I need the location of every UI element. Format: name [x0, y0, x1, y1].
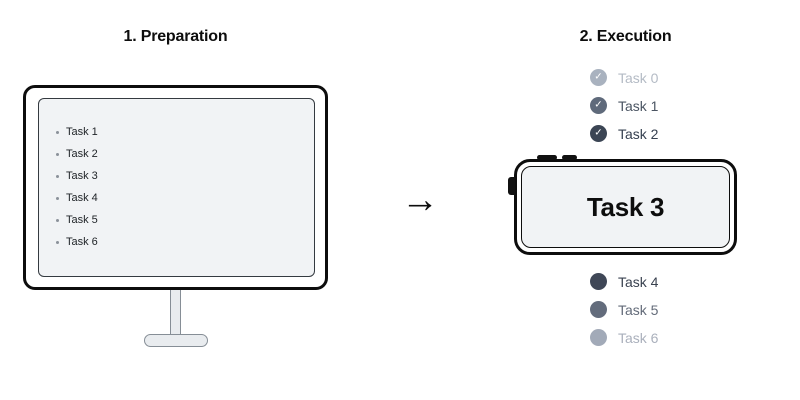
arrow-right-icon: →	[401, 178, 439, 221]
check-icon: ✓	[594, 127, 603, 138]
bullet-icon	[56, 219, 59, 222]
bullet-icon	[56, 175, 59, 178]
phone-volume-button-icon	[537, 155, 557, 160]
check-icon: ✓	[594, 99, 603, 110]
phone-screen: Task 3	[521, 166, 730, 248]
task-list-item: Task 2	[56, 147, 98, 161]
task-status-row: Task 4	[590, 273, 658, 290]
monitor-stand-neck	[170, 288, 181, 338]
task-label: Task 2	[66, 148, 98, 160]
status-circle-icon	[590, 301, 607, 318]
status-label: Task 0	[618, 69, 659, 86]
task-list-item: Task 4	[56, 191, 98, 205]
task-list-item: Task 1	[56, 125, 98, 139]
phone: Task 3	[508, 155, 737, 255]
execution-heading: 2. Execution	[579, 28, 672, 45]
task-label: Task 4	[66, 192, 98, 204]
check-circle-icon: ✓	[590, 69, 607, 86]
check-icon: ✓	[594, 71, 603, 82]
bullet-icon	[56, 153, 59, 156]
phone-volume-button-icon	[562, 155, 577, 160]
status-label: Task 2	[618, 125, 659, 142]
status-label: Task 1	[618, 97, 659, 114]
phone-power-button-icon	[508, 177, 515, 195]
task-status-row: Task 6	[590, 329, 658, 346]
task-label: Task 6	[66, 236, 98, 248]
bullet-icon	[56, 241, 59, 244]
task-label: Task 3	[66, 170, 98, 182]
status-circle-icon	[590, 273, 607, 290]
task-status-row: Task 5	[590, 301, 658, 318]
monitor-screen: Task 1 Task 2 Task 3 Task 4 Task 5 Task …	[38, 98, 315, 277]
task-label: Task 1	[66, 126, 98, 138]
bullet-icon	[56, 131, 59, 134]
status-label: Task 5	[618, 301, 659, 318]
task-list-item: Task 6	[56, 235, 98, 249]
bullet-icon	[56, 197, 59, 200]
preparation-heading: 1. Preparation	[123, 28, 228, 45]
task-list-item: Task 5	[56, 213, 98, 227]
check-circle-icon: ✓	[590, 97, 607, 114]
task-list-item: Task 3	[56, 169, 98, 183]
task-status-row: ✓ Task 1	[590, 97, 658, 114]
current-task-label: Task 3	[586, 191, 665, 222]
monitor-task-list: Task 1 Task 2 Task 3 Task 4 Task 5 Task …	[56, 125, 98, 249]
monitor: Task 1 Task 2 Task 3 Task 4 Task 5 Task …	[23, 85, 328, 290]
task-status-row: ✓ Task 0	[590, 69, 658, 86]
monitor-stand-base	[144, 334, 208, 347]
status-circle-icon	[590, 329, 607, 346]
task-label: Task 5	[66, 214, 98, 226]
status-label: Task 6	[618, 329, 659, 346]
task-status-row: ✓ Task 2	[590, 125, 658, 142]
check-circle-icon: ✓	[590, 125, 607, 142]
status-label: Task 4	[618, 273, 659, 290]
